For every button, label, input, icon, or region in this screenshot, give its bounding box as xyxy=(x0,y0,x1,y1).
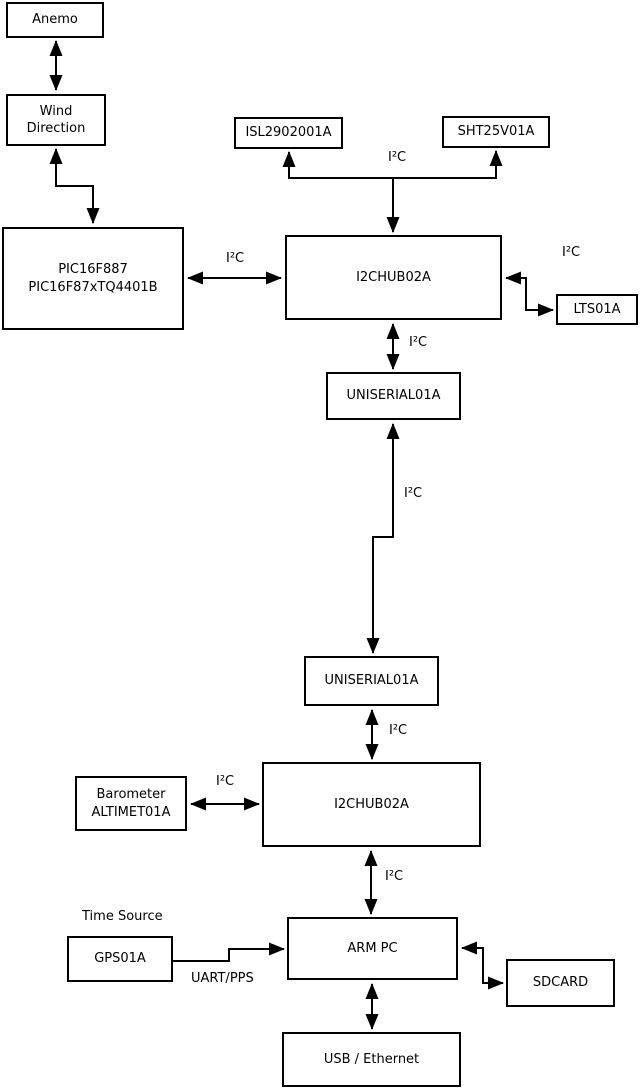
node-label-line2: ALTIMET01A xyxy=(91,804,171,820)
node-i2c-hub-upper: I2CHUB02A xyxy=(285,235,502,320)
edge-label-uart-pps: UART/PPS xyxy=(191,971,254,986)
node-pic-microcontroller: PIC16F887 PIC16F87xTQ4401B xyxy=(2,227,184,330)
connector-wind-pic xyxy=(49,148,100,224)
node-sht25v01a: SHT25V01A xyxy=(442,116,550,148)
node-sdcard: SDCARD xyxy=(506,959,615,1007)
node-label: I2CHUB02A xyxy=(334,796,409,812)
edge-label-i2c-bus: I²C xyxy=(388,150,407,165)
node-uniserial-upper: UNISERIAL01A xyxy=(326,372,461,420)
edge-label-i2c-uni2-hub2: I²C xyxy=(389,723,408,738)
connector-gps-armpc xyxy=(173,942,285,962)
node-label-line1: Wind xyxy=(39,103,73,119)
node-i2c-hub-lower: I2CHUB02A xyxy=(262,762,481,847)
node-usb-ethernet: USB / Ethernet xyxy=(282,1032,461,1087)
node-label-line1: PIC16F887 xyxy=(58,262,128,278)
node-label: Anemo xyxy=(32,12,78,28)
node-lts01a: LTS01A xyxy=(556,294,638,325)
node-label: SDCARD xyxy=(532,975,589,991)
node-label: I2CHUB02A xyxy=(356,269,431,285)
node-arm-pc: ARM PC xyxy=(287,917,458,980)
node-label: SHT25V01A xyxy=(457,124,535,140)
node-label: USB / Ethernet xyxy=(323,1051,420,1067)
node-isl2902001a: ISL2902001A xyxy=(234,117,343,149)
connector-armpc-sdcard xyxy=(461,941,504,990)
node-label: ARM PC xyxy=(347,940,398,956)
node-uniserial-lower: UNISERIAL01A xyxy=(304,656,439,706)
node-label: GPS01A xyxy=(94,951,146,967)
edge-label-i2c-hub1-uni1: I²C xyxy=(409,335,428,350)
edge-label-i2c-baro-hub2: I²C xyxy=(216,774,235,789)
connector-uni1-uni2 xyxy=(366,423,400,654)
node-barometer: Barometer ALTIMET01A xyxy=(75,776,187,831)
node-label: ISL2902001A xyxy=(245,125,332,141)
edge-label-i2c-hub1-lts: I²C xyxy=(562,245,581,260)
edge-label-i2c-hub2-armpc: I²C xyxy=(385,869,404,884)
node-label-line1: Barometer xyxy=(96,787,166,803)
node-anemometer: Anemo xyxy=(6,2,104,38)
label-time-source: Time Source xyxy=(82,909,163,924)
connector-hub1-lts xyxy=(505,271,554,317)
node-gps: GPS01A xyxy=(67,936,173,982)
edge-label-i2c-uni1-uni2: I²C xyxy=(404,486,423,501)
node-label-line2: PIC16F87xTQ4401B xyxy=(28,279,158,295)
node-label: UNISERIAL01A xyxy=(324,673,419,689)
node-label: UNISERIAL01A xyxy=(346,388,441,404)
node-label: LTS01A xyxy=(573,301,621,317)
edge-label-i2c-pic-hub1: I²C xyxy=(226,251,245,266)
node-label-line2: Direction xyxy=(26,121,86,136)
node-wind-direction: Wind Direction xyxy=(6,94,106,146)
